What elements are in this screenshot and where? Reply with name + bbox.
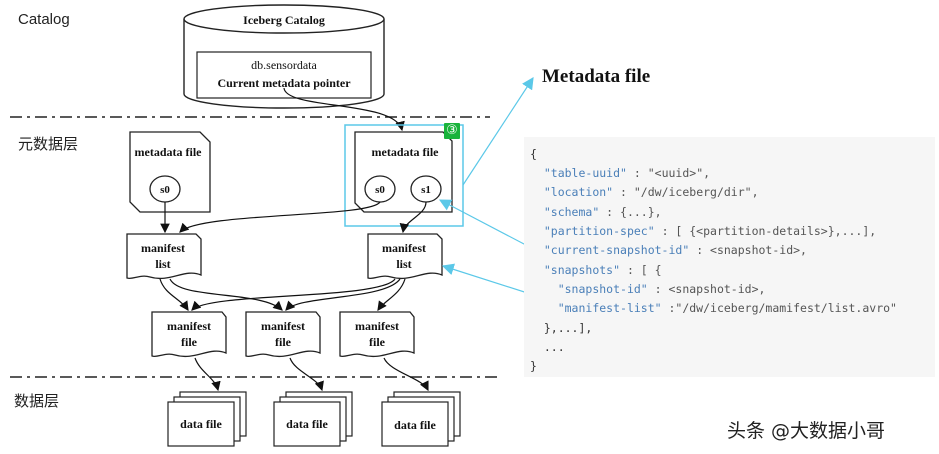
data-file-2-label: data file xyxy=(286,417,328,431)
snapshot-label: s0 xyxy=(160,184,170,196)
manifest-file-2-line1: manifest xyxy=(261,319,305,333)
manifest-file-1-line2: file xyxy=(181,335,198,349)
manifest-file-1-line1: manifest xyxy=(167,319,211,333)
snapshot-label: s1 xyxy=(421,184,431,196)
code-line: { xyxy=(530,147,537,161)
manifest-list-2: manifest list xyxy=(367,233,443,280)
manifest-file-3-line2: file xyxy=(369,335,386,349)
layer-label-catalog: Catalog xyxy=(18,11,70,28)
arrow-ml2-to-mf3 xyxy=(377,278,406,311)
code-line: "current-snapshot-id" : <snapshot-id>, xyxy=(543,243,807,257)
arrow-mf1-to-df1 xyxy=(194,357,221,392)
catalog-table-name: db.sensordata xyxy=(251,58,317,72)
code-line: "table-uuid" : "<uuid>", xyxy=(543,166,711,180)
metadata-file-2-title: metadata file xyxy=(372,145,440,159)
arrow-ml1-to-mf2 xyxy=(169,278,283,311)
catalog-title: Iceberg Catalog xyxy=(243,13,325,27)
code-line: "partition-spec" : [ {<partition-details… xyxy=(543,224,877,238)
iceberg-catalog-cylinder: Iceberg Catalog db.sensordata Current me… xyxy=(183,4,385,109)
code-line: "manifest-list" :"/dw/iceberg/mamifest/l… xyxy=(557,301,897,315)
snapshot-label: s0 xyxy=(375,184,385,196)
code-line: "snapshot-id" : <snapshot-id>, xyxy=(557,282,766,296)
arrow-s1-to-manifest-list-2 xyxy=(399,201,427,234)
data-file-stack-2: data file xyxy=(273,391,353,447)
metadata-file-1: metadata file s0 xyxy=(129,131,211,213)
callout-arrow-manifest-list xyxy=(441,263,541,298)
layer-label-data: 数据层 xyxy=(14,393,59,410)
metadata-json-panel: { "table-uuid" : "<uuid>", "location" : … xyxy=(524,137,935,377)
data-file-stack-3: data file xyxy=(381,391,461,447)
layer-label-metadata: 元数据层 xyxy=(18,136,78,153)
code-line: } xyxy=(530,359,537,373)
callout-arrow-metadata-file xyxy=(462,76,534,186)
watermark: 头条 @大数据小哥 xyxy=(727,420,886,442)
code-line: ... xyxy=(530,340,565,354)
arrow-mf3-to-df3 xyxy=(383,357,429,392)
manifest-list-1-line1: manifest xyxy=(141,241,185,255)
code-line: "location" : "/dw/iceberg/dir", xyxy=(543,185,759,199)
catalog-table-box xyxy=(196,51,372,99)
data-file-1-label: data file xyxy=(180,417,222,431)
manifest-list-1-line2: list xyxy=(155,257,170,271)
arrow-ml2-to-mf2 xyxy=(285,278,401,311)
data-file-stack-1: data file xyxy=(167,391,247,447)
arrow-mf2-to-df2 xyxy=(289,357,324,392)
code-line: "schema" : {...}, xyxy=(543,205,662,219)
manifest-file-3-line1: manifest xyxy=(355,319,399,333)
metadata-file-heading: Metadata file xyxy=(542,66,651,87)
manifest-list-2-line2: list xyxy=(396,257,411,271)
arrow-pointer-to-metadata xyxy=(283,87,405,132)
metadata-file-1-title: metadata file xyxy=(135,145,203,159)
code-line: },...], xyxy=(530,321,593,335)
metadata-file-2: metadata file s0 s1 xyxy=(354,131,453,213)
manifest-list-1: manifest list xyxy=(126,233,202,280)
manifest-file-2-line2: file xyxy=(275,335,292,349)
code-line: "snapshots" : [ { xyxy=(543,263,662,277)
badge-3: ③ xyxy=(444,123,460,139)
manifest-list-2-line1: manifest xyxy=(382,241,426,255)
data-file-3-label: data file xyxy=(394,418,436,432)
catalog-pointer-label: Current metadata pointer xyxy=(217,76,351,90)
arrow-ml1-to-mf1 xyxy=(159,278,189,311)
manifest-file-2: manifest file xyxy=(245,311,321,358)
arrow-s0b-to-manifest-list-1 xyxy=(179,201,381,233)
arrow-ml2-to-mf1 xyxy=(191,278,396,311)
manifest-file-1: manifest file xyxy=(151,311,227,358)
manifest-file-3: manifest file xyxy=(339,311,415,358)
